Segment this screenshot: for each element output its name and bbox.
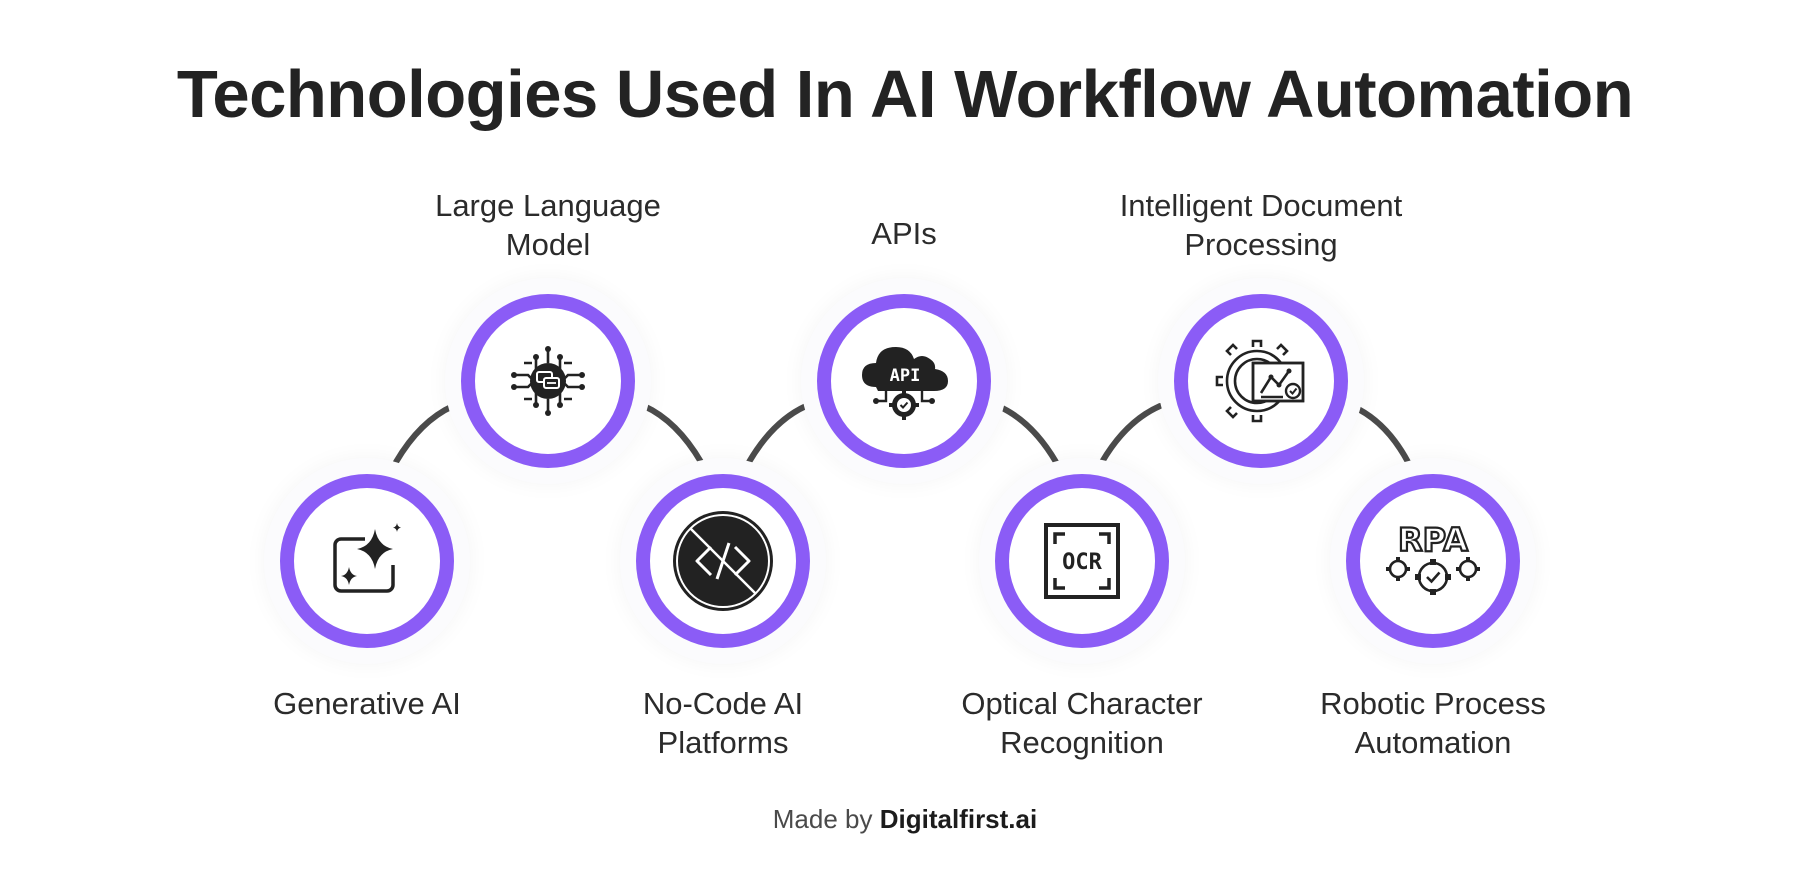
footer-credit: Made by Digitalfirst.ai: [0, 804, 1810, 835]
node-optical-character-recognition: OCR: [995, 474, 1169, 648]
connector-3: [746, 403, 809, 465]
label-line: Automation: [1354, 725, 1512, 760]
label-line: Processing: [1184, 227, 1338, 262]
label-intelligent-document-processing: Intelligent Document Processing: [1111, 186, 1411, 264]
label-line: APIs: [871, 216, 937, 251]
label-line: Intelligent Document: [1119, 188, 1403, 223]
label-optical-character-recognition: Optical Character Recognition: [932, 684, 1232, 762]
node-generative-ai: [280, 474, 454, 648]
svg-text:API: API: [890, 366, 921, 386]
label-large-language-model: Large Language Model: [398, 186, 698, 264]
chip-chat-icon: [511, 346, 585, 416]
label-line: Platforms: [657, 725, 789, 760]
footer-brand[interactable]: Digitalfirst.ai: [879, 804, 1038, 834]
connector-4: [995, 403, 1059, 465]
label-line: Recognition: [1000, 725, 1164, 760]
footer-prefix: Made by: [772, 804, 873, 834]
label-robotic-process-automation: Robotic Process Automation: [1283, 684, 1583, 762]
connector-1: [393, 403, 456, 465]
node-apis: API: [817, 294, 991, 468]
label-line: No-Code AI: [642, 686, 804, 721]
label-line: Generative AI: [273, 686, 461, 721]
label-line: Robotic Process: [1320, 686, 1546, 721]
label-generative-ai: Generative AI: [217, 684, 517, 723]
connector-5: [1099, 403, 1163, 465]
node-intelligent-document-processing: [1174, 294, 1348, 468]
label-no-code-ai-platforms: No-Code AI Platforms: [573, 684, 873, 762]
label-line: Model: [505, 227, 591, 262]
rpa-gears-icon: RPA: [1386, 520, 1480, 595]
page-title: Technologies Used In AI Workflow Automat…: [176, 57, 1634, 132]
rpa-icon-text: RPA: [1398, 521, 1468, 559]
api-cloud-icon: API: [862, 347, 948, 420]
connector-6: [1349, 403, 1411, 465]
no-code-icon: [673, 511, 773, 611]
connector-2: [641, 403, 704, 465]
ocr-icon-text: OCR: [1062, 550, 1102, 575]
gear-document-icon: [1215, 339, 1305, 423]
node-robotic-process-automation: RPA: [1346, 474, 1520, 648]
label-line: Optical Character: [961, 686, 1203, 721]
node-large-language-model: [461, 294, 635, 468]
label-apis: APIs: [754, 214, 1054, 253]
label-line: Large Language: [435, 188, 661, 223]
node-no-code-ai-platforms: [636, 474, 810, 648]
ocr-scan-icon: OCR: [1044, 523, 1120, 599]
sparkle-frame-icon: [333, 523, 401, 593]
